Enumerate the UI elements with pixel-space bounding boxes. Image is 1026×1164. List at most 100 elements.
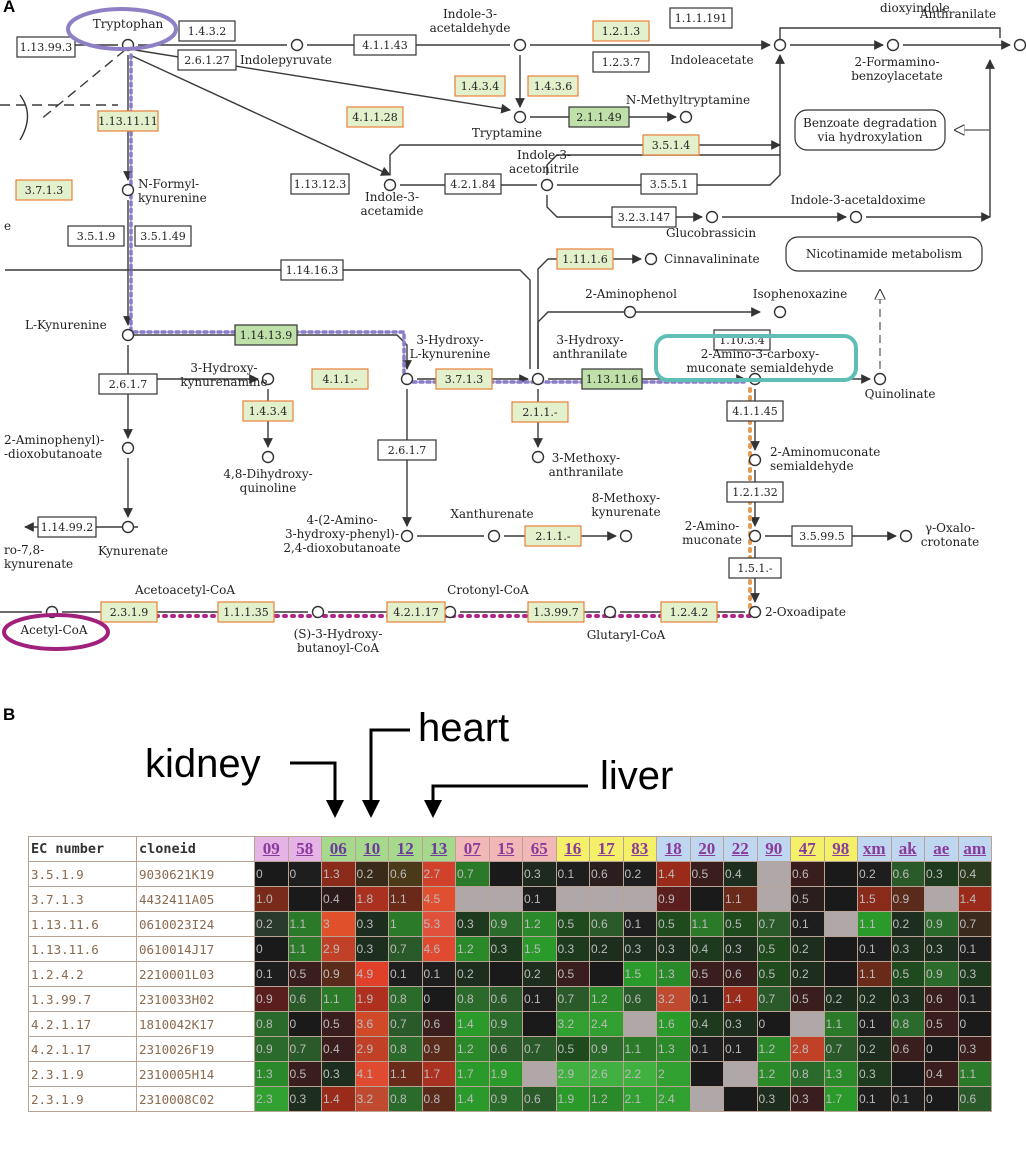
enzyme-box[interactable]: 1.2.4.2	[660, 601, 718, 623]
compound-node-hydroxykynurenine[interactable]	[400, 372, 414, 386]
compound-node-indole3acetonitrile[interactable]	[540, 178, 554, 192]
enzyme-box[interactable]: 1.4.3.4	[242, 400, 294, 422]
compound-node-lkynurenine[interactable]	[121, 328, 135, 342]
expression-cell: 1.9	[555, 1086, 590, 1112]
compound-label-indolepyruvate: Indolepyruvate	[240, 53, 332, 67]
compound-node-isophenoxazine[interactable]	[773, 305, 787, 319]
compound-node-indole3acetaldehyde[interactable]	[513, 38, 527, 52]
expression-cell: 0.9	[254, 986, 289, 1012]
compound-node-indoleacetate[interactable]	[773, 38, 787, 52]
expression-cell	[723, 1086, 758, 1112]
compound-node-glutarylcoa[interactable]	[603, 605, 617, 619]
compound-node-tryptamine[interactable]	[513, 110, 527, 124]
expression-cell: 0.3	[354, 911, 389, 937]
compound-node-aminomuconatesemialdehyde[interactable]	[748, 453, 762, 467]
enzyme-box[interactable]: 3.5.99.5	[791, 525, 853, 547]
enzyme-box[interactable]: 1.13.11.6	[581, 368, 643, 390]
enzyme-box[interactable]: 1.2.1.3	[592, 20, 650, 42]
enzyme-box[interactable]: 2.6.1.7	[98, 373, 158, 395]
expression-cell	[488, 861, 523, 887]
enzyme-box[interactable]: 2.3.1.9	[100, 601, 158, 623]
compound-node-methoxykynurenate[interactable]	[619, 529, 633, 543]
enzyme-box[interactable]: 1.11.1.6	[556, 248, 614, 270]
enzyme-box[interactable]: 4.1.1.-	[311, 368, 369, 390]
map-box-m2[interactable]: Nicotinamide metabolism	[785, 236, 983, 272]
enzyme-box[interactable]: 3.5.1.4	[642, 134, 700, 156]
compound-label-indole3acetamide: Indole-3-acetamide	[361, 190, 424, 218]
compound-node-indole3acetaldoxime[interactable]	[849, 210, 863, 224]
enzyme-box[interactable]: 1.2.3.7	[592, 51, 650, 73]
expression-cell: 0.1	[522, 986, 557, 1012]
compound-node-aminohydroxyphenyl[interactable]	[400, 529, 414, 543]
enzyme-box[interactable]: 1.14.13.9	[234, 324, 298, 346]
enzyme-box[interactable]: 1.5.1.-	[728, 557, 782, 579]
enzyme-box[interactable]: 2.1.1.-	[524, 525, 582, 547]
compound-node-cinnavalininate[interactable]	[644, 252, 658, 266]
enzyme-box[interactable]: 2.1.1.49	[568, 106, 630, 128]
compound-node-crotonylcoa[interactable]	[443, 605, 457, 619]
enzyme-box[interactable]: 2.1.1.-	[511, 401, 569, 423]
enzyme-box[interactable]: 1.14.16.3	[280, 259, 344, 281]
expression-cell	[622, 886, 657, 912]
compound-node-oxalocrotonate[interactable]	[899, 529, 913, 543]
expression-cell: 1.2	[455, 936, 490, 962]
compound-node-hydroxykynurenamine[interactable]	[261, 372, 275, 386]
compound-node-xanthurenate[interactable]	[487, 529, 501, 543]
compound-node-dihydroxyquinoline[interactable]	[261, 450, 275, 464]
enzyme-box[interactable]: 1.13.12.3	[290, 173, 350, 195]
enzyme-box[interactable]: 1.3.99.7	[527, 601, 585, 623]
expression-cell: 0.3	[488, 936, 523, 962]
expression-cell: 0.3	[890, 936, 925, 962]
enzyme-box[interactable]: 3.2.3.147	[611, 206, 677, 228]
expression-cell: 0.5	[790, 886, 825, 912]
enzyme-box[interactable]: 3.7.1.3	[15, 179, 73, 201]
enzyme-box[interactable]: 1.4.3.4	[454, 75, 506, 97]
expression-cell: 0.7	[957, 911, 992, 937]
enzyme-box[interactable]: 2.6.1.27	[177, 49, 237, 71]
enzyme-box[interactable]: 1.2.1.32	[726, 481, 784, 503]
compound-node-kynurenate[interactable]	[121, 520, 135, 534]
enzyme-box[interactable]: 4.1.1.45	[726, 400, 784, 422]
compound-node-nformylkynurenine[interactable]	[121, 183, 135, 197]
enzyme-box[interactable]: 4.2.1.84	[444, 173, 502, 195]
enzyme-box[interactable]: 3.5.5.1	[640, 173, 698, 195]
enzyme-box[interactable]: 3.5.1.49	[134, 225, 192, 247]
compound-node-methoxyanthranilate[interactable]	[531, 450, 545, 464]
enzyme-box[interactable]: 4.2.1.17	[386, 601, 446, 623]
enzyme-box[interactable]: 4.1.1.28	[346, 106, 404, 128]
compound-node-aminomuconate[interactable]	[748, 529, 762, 543]
enzyme-box[interactable]: 3.5.1.9	[67, 225, 125, 247]
compound-node-indole3acetamide[interactable]	[383, 178, 397, 192]
compound-node-hydroxyanthranilate[interactable]	[531, 372, 545, 386]
enzyme-box[interactable]: 4.1.1.43	[353, 34, 417, 56]
compound-node-nmethyltryptamine[interactable]	[679, 110, 693, 124]
compound-nodes	[45, 38, 1026, 619]
enzyme-box[interactable]: 1.4.3.6	[527, 75, 579, 97]
enzyme-box[interactable]: 1.13.99.3	[16, 36, 76, 58]
compound-node-glucobrassicin[interactable]	[705, 210, 719, 224]
expression-cell: 0.6	[890, 861, 925, 887]
expression-cell: 1.1	[857, 911, 892, 937]
expression-cell: 0.8	[388, 986, 423, 1012]
enzyme-box[interactable]: 1.1.1.35	[217, 601, 275, 623]
compound-node-aminophenol[interactable]	[623, 305, 637, 319]
compound-node-oxoadipate[interactable]	[748, 605, 762, 619]
compound-node-indolepyruvate[interactable]	[290, 38, 304, 52]
compound-node-quinolinate[interactable]	[873, 372, 887, 386]
compound-node-anthranilate[interactable]	[1013, 38, 1026, 52]
enzyme-box[interactable]: 1.13.11.11	[97, 110, 159, 132]
enzyme-box[interactable]: 1.4.3.2	[178, 20, 236, 42]
compound-node-aminophenyldioxobutanoate[interactable]	[121, 441, 135, 455]
expression-cell: 0.1	[622, 911, 657, 937]
compound-node-formaminobenzoylacetate[interactable]	[886, 38, 900, 52]
enzyme-box[interactable]: 2.6.1.7	[377, 439, 437, 461]
enzyme-box[interactable]: 1.14.99.2	[37, 516, 97, 538]
compound-node-hydroxybutanoylcoa[interactable]	[311, 605, 325, 619]
expression-cell: 0.7	[555, 986, 590, 1012]
cloneid-cell: 2310005H14	[136, 1061, 255, 1087]
enzyme-box[interactable]: 3.7.1.3	[435, 368, 493, 390]
enzyme-box[interactable]: 1.1.1.191	[669, 7, 733, 29]
